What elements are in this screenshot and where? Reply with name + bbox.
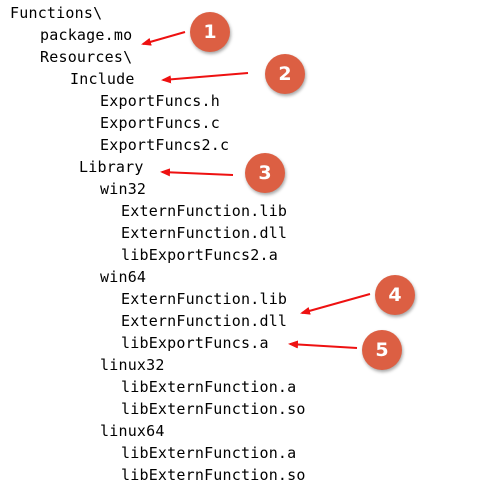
folder-linux64: linux64 bbox=[100, 422, 165, 440]
file-linux64-libexternfunction-so: libExternFunction.so bbox=[121, 466, 306, 484]
annotation-badge-3: 3 bbox=[245, 153, 285, 193]
file-linux32-libexternfunction-so: libExternFunction.so bbox=[121, 400, 306, 418]
folder-functions: Functions\ bbox=[10, 4, 103, 22]
file-exportfuncs-c: ExportFuncs.c bbox=[100, 114, 220, 132]
file-win64-externfunction-lib: ExternFunction.lib bbox=[121, 290, 288, 308]
annotation-badge-5: 5 bbox=[362, 330, 402, 370]
folder-linux32: linux32 bbox=[100, 356, 165, 374]
file-linux32-libexternfunction-a: libExternFunction.a bbox=[121, 378, 297, 396]
folder-include: Include bbox=[70, 70, 135, 88]
annotation-badge-1: 1 bbox=[190, 12, 230, 52]
file-win32-libexportfuncs2-a: libExportFuncs2.a bbox=[121, 246, 278, 264]
folder-library: Library bbox=[79, 158, 144, 176]
file-exportfuncs2-c: ExportFuncs2.c bbox=[100, 136, 230, 154]
annotation-badge-2: 2 bbox=[265, 54, 305, 94]
file-win32-externfunction-lib: ExternFunction.lib bbox=[121, 202, 288, 220]
file-linux64-libexternfunction-a: libExternFunction.a bbox=[121, 444, 297, 462]
file-package-mo: package.mo bbox=[40, 26, 133, 44]
folder-win32: win32 bbox=[100, 180, 147, 198]
file-win64-libexportfuncs-a: libExportFuncs.a bbox=[121, 334, 269, 352]
folder-win64: win64 bbox=[100, 268, 147, 286]
annotation-badge-4: 4 bbox=[375, 275, 415, 315]
folder-resources: Resources\ bbox=[40, 48, 133, 66]
file-win32-externfunction-dll: ExternFunction.dll bbox=[121, 224, 288, 242]
file-win64-externfunction-dll: ExternFunction.dll bbox=[121, 312, 288, 330]
file-exportfuncs-h: ExportFuncs.h bbox=[100, 92, 220, 110]
